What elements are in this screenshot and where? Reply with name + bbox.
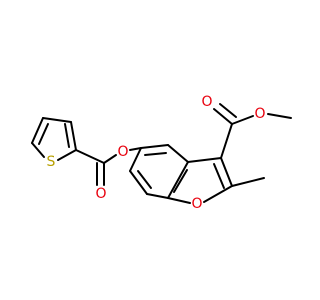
bond-esterc-carbonylo-double xyxy=(219,103,237,118)
thiophene-carbonyl-oxygen-label: O xyxy=(95,186,106,202)
ester-link-oxygen-label: O xyxy=(117,144,128,160)
bond-c7-c7a xyxy=(146,193,169,199)
structure-canvas: S O O O O O xyxy=(31,94,292,212)
bond-c7a-c3a xyxy=(167,161,189,199)
bond-thc4-thc5 xyxy=(31,117,44,144)
bond-carbonylc-thiophene xyxy=(75,149,105,164)
methyl-ester-oxygen-label: O xyxy=(254,106,265,122)
bond-c3-c2 xyxy=(220,157,233,187)
bond-c4-c5-double xyxy=(144,152,167,156)
bond-c3-c2-double xyxy=(213,163,225,189)
bond-estero-methyl xyxy=(267,113,292,119)
bond-c3a-c3 xyxy=(187,157,222,163)
bond-c3-esterc xyxy=(220,123,233,159)
bond-c6-c7 xyxy=(129,170,148,195)
bond-c4-c5 xyxy=(140,144,169,149)
bond-linko-carbonylc xyxy=(103,154,117,164)
methyl-ester-carbonyl-oxygen-label: O xyxy=(201,94,212,110)
bond-thc2-thc3 xyxy=(70,121,77,151)
furan-oxygen-label: O xyxy=(191,196,202,212)
bond-esterc-estero xyxy=(231,115,254,125)
bond-thc5-s xyxy=(31,142,45,158)
sulfur-atom-label: S xyxy=(47,154,56,170)
bond-thc3-thc4 xyxy=(42,117,72,123)
bond-c5-linko xyxy=(129,147,142,151)
molecule-diagram: S O O O O O xyxy=(31,94,292,212)
bond-furano-c7a xyxy=(167,197,191,204)
bond-c5-c6 xyxy=(129,147,142,172)
bond-esterc-carbonylo xyxy=(213,108,233,125)
bond-thc4-thc5-double xyxy=(38,123,49,145)
bond-c7a-c3a-double xyxy=(173,169,188,193)
bond-c6-c7-double xyxy=(137,170,152,189)
bond-s-thc2 xyxy=(57,149,77,161)
bond-c2-furano xyxy=(203,185,233,203)
bond-c2-methyl xyxy=(231,177,265,187)
bond-c3a-c4 xyxy=(167,144,189,163)
bond-thc2-thc3-double xyxy=(64,123,70,148)
